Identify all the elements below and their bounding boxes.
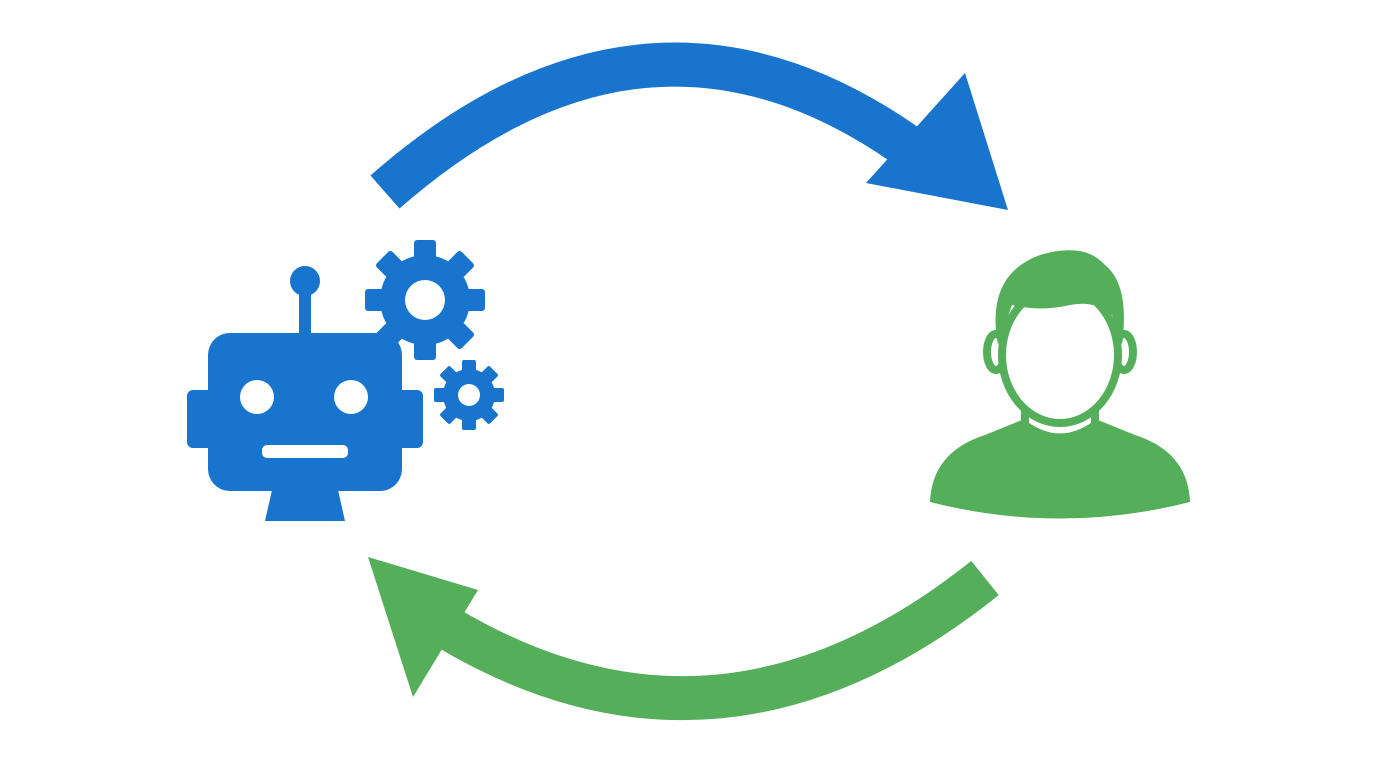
person-hair (995, 250, 1124, 345)
arrow-person-to-robot-icon (368, 557, 999, 721)
person-icon (930, 250, 1190, 519)
robot-icon (187, 266, 423, 521)
robot-ear-right (397, 390, 423, 448)
robot-eye-left (240, 380, 274, 414)
robot-ear-left (187, 390, 213, 448)
gear-small-icon (434, 360, 504, 430)
robot-antenna-icon (290, 266, 320, 296)
robot-mouth (262, 445, 348, 458)
robot-base (265, 490, 345, 521)
robot-head (208, 333, 402, 491)
gear-large-icon (365, 240, 485, 360)
person-body (930, 420, 1190, 519)
arrow-robot-to-person-icon (370, 42, 1008, 210)
robot-eye-right (334, 380, 368, 414)
